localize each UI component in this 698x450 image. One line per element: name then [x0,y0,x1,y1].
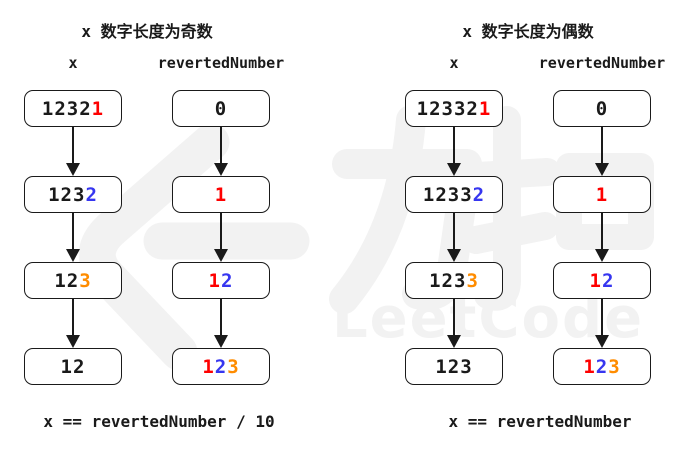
digit-segment: 1 [589,269,602,292]
arrow-head [66,163,80,176]
arrow-stem [220,299,222,337]
arrow-stem [72,213,74,251]
arrow-head [595,249,609,262]
digit-segment: 1 [583,355,596,378]
arrow-down-icon [447,213,461,262]
arrow-down-icon [66,299,80,348]
digit-segment: 2 [221,269,234,292]
arrow-down-icon [214,213,228,262]
arrow-stem [72,127,74,165]
arrow-stem [601,213,603,251]
arrow-stem [453,213,455,251]
arrow-stem [72,299,74,337]
arrow-down-icon [214,127,228,176]
column-header-x: x [449,54,459,72]
digit-segment: 2 [214,355,228,378]
digit-segment: 3 [227,355,240,378]
digit-segment: 3 [608,355,621,378]
arrow-down-icon [447,299,461,348]
digit-segment: 0 [595,97,609,120]
digit-segment: 123 [48,183,86,206]
digit-segment: 2 [85,183,98,206]
value-box: 0 [172,90,270,127]
arrow-stem [220,127,222,165]
digit-segment: 2 [595,355,609,378]
value-box: 1 [172,176,270,213]
value-box: 0 [553,90,651,127]
digit-segment: 1 [208,269,221,292]
digit-segment: 123 [429,269,467,292]
arrow-stem [453,299,455,337]
digit-segment: 1 [91,97,105,120]
arrow-down-icon [447,127,461,176]
digit-segment: 12332 [416,97,479,120]
digit-segment: 12 [54,269,80,292]
value-box: 123 [405,348,503,385]
value-box: 12 [24,348,122,385]
arrow-head [595,163,609,176]
column-header-revertedNumber: revertedNumber [157,54,285,72]
digit-segment: 2 [472,183,486,206]
arrow-stem [601,299,603,337]
arrow-down-icon [595,127,609,176]
arrow-stem [453,127,455,165]
panel-footer: x == revertedNumber [448,412,632,431]
panel-title: x 数字长度为偶数 [462,22,594,41]
column-header-revertedNumber: revertedNumber [538,54,666,72]
digit-segment: 1233 [422,183,473,206]
panel-footer: x == revertedNumber / 10 [43,412,275,431]
digit-segment: 1232 [41,97,92,120]
value-box: 1 [553,176,651,213]
digit-segment: 12 [60,355,86,378]
column-header-x: x [68,54,78,72]
arrow-stem [220,213,222,251]
digit-segment: 3 [79,269,92,292]
arrow-head [66,249,80,262]
arrow-head [214,335,228,348]
digit-segment: 1 [202,355,215,378]
digit-segment: 123 [435,355,473,378]
arrow-head [214,163,228,176]
digit-segment: 0 [214,97,228,120]
digit-segment: 1 [478,97,492,120]
arrow-head [66,335,80,348]
arrow-head [447,335,461,348]
arrow-down-icon [595,299,609,348]
arrow-stem [601,127,603,165]
arrow-down-icon [66,127,80,176]
arrow-head [447,249,461,262]
digit-segment: 1 [595,183,609,206]
arrow-down-icon [66,213,80,262]
arrow-head [595,335,609,348]
arrow-down-icon [214,299,228,348]
digit-segment: 2 [602,269,615,292]
arrow-down-icon [595,213,609,262]
arrow-head [214,249,228,262]
arrow-head [447,163,461,176]
digit-segment: 3 [466,269,479,292]
digit-segment: 1 [214,183,228,206]
panel-title: x 数字长度为奇数 [81,22,213,41]
